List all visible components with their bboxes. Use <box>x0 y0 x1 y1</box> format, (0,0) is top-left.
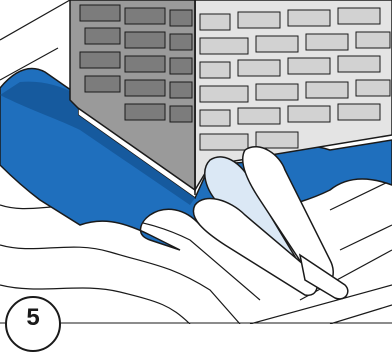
roof-illustration <box>0 0 392 324</box>
step-number: 5 <box>7 304 59 332</box>
step-number-badge: 5 <box>5 296 61 352</box>
